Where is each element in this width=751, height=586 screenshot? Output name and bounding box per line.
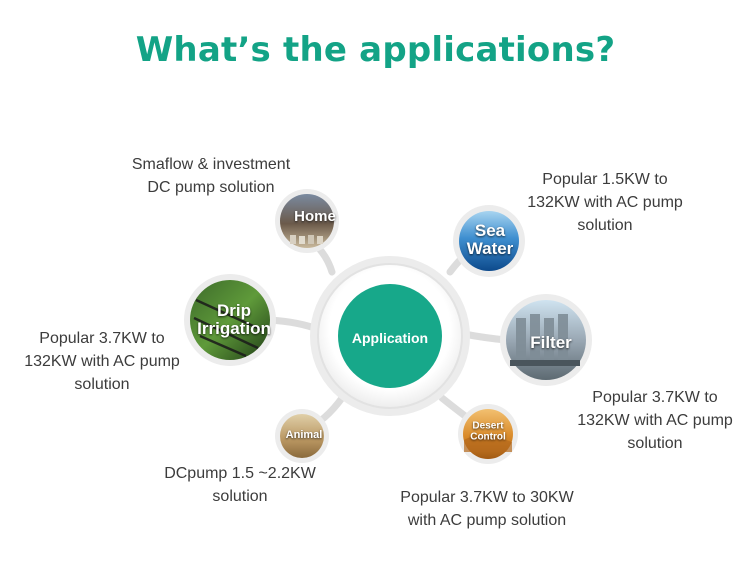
- caption-drip-irrigation: Popular 3.7KW to 132KW with AC pump solu…: [8, 327, 196, 396]
- node-label-sea-water: Sea Water: [467, 222, 514, 258]
- node-label-drip-irrigation: Drip Irrigation: [197, 302, 271, 338]
- node-label-filter: Filter: [530, 334, 572, 352]
- center-label: Application: [352, 330, 428, 346]
- caption-filter: Popular 3.7KW to 132KW with AC pump solu…: [560, 386, 750, 455]
- node-label-home: Home: [294, 209, 336, 225]
- node-label-desert-control: Desert Control: [470, 422, 506, 443]
- node-label-animal: Animal: [286, 430, 323, 442]
- caption-animal: DCpump 1.5 ~2.2KW solution: [150, 462, 330, 508]
- caption-desert-control: Popular 3.7KW to 30KW with AC pump solut…: [382, 486, 592, 532]
- caption-home: Smaflow & investment DC pump solution: [116, 153, 306, 199]
- connector-filter: [464, 334, 506, 340]
- caption-sea-water: Popular 1.5KW to 132KW with AC pump solu…: [510, 168, 700, 237]
